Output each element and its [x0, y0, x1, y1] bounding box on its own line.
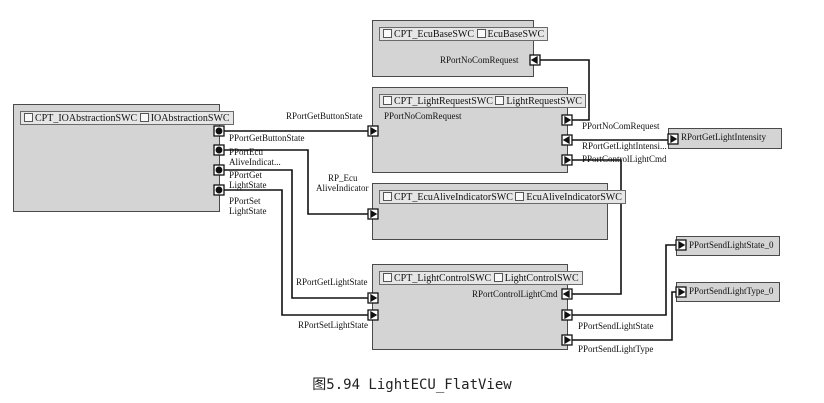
- component-header: CPT_LightRequestSWC LightRequestSWC: [379, 94, 586, 108]
- port-lctl-send-light-type[interactable]: [561, 334, 573, 346]
- component-instance-name: CPT_EcuAliveIndicatorSWC: [394, 192, 513, 203]
- port-io-set-light-state[interactable]: [213, 184, 225, 196]
- port-lctl-send-light-state[interactable]: [561, 309, 573, 321]
- port-label: PPortNoComRequest: [384, 111, 462, 121]
- component-type-name: LightControlSWC: [504, 273, 579, 284]
- port-label: RPortGetLightState: [296, 277, 368, 287]
- port-lctl-get-light-state[interactable]: [367, 292, 379, 304]
- component-instance-icon: [383, 273, 392, 282]
- port-io-get-button-state[interactable]: [213, 125, 225, 137]
- port-label: LightState: [229, 180, 267, 190]
- component-header: CPT_EcuBaseSWC EcuBaseSWC: [379, 27, 549, 41]
- port-ecu-nocom-request[interactable]: [529, 54, 541, 66]
- port-label: LightState: [229, 206, 267, 216]
- port-label: PPortGetButtonState: [229, 133, 305, 143]
- external-port-label: PPortSendLightType_0: [689, 286, 774, 296]
- component-type-name: LightRequestSWC: [506, 96, 582, 107]
- port-lctl-set-light-state[interactable]: [367, 309, 379, 321]
- component-light-request[interactable]: CPT_LightRequestSWC LightRequestSWC: [372, 87, 586, 173]
- port-label: PPortSendLightState: [578, 321, 654, 331]
- port-label: PPortSet: [229, 196, 261, 206]
- component-instance-icon: [24, 113, 33, 122]
- port-label: RPortGetLightIntensi...: [582, 141, 667, 151]
- port-lreq-nocom-out[interactable]: [561, 114, 573, 126]
- port-label: PPortSendLightType: [578, 344, 654, 354]
- component-type-icon: [515, 192, 525, 201]
- port-io-ecu-alive[interactable]: [213, 144, 225, 156]
- port-label: PPortControlLightCmd: [582, 154, 667, 164]
- port-lreq-get-button-state[interactable]: [367, 125, 379, 137]
- port-label: RPortGetButtonState: [286, 111, 363, 121]
- external-port-send-light-state[interactable]: PPortSendLightState_0: [676, 236, 780, 256]
- component-header: CPT_EcuAliveIndicatorSWC EcuAliveIndicat…: [379, 190, 626, 204]
- component-io-abstraction[interactable]: CPT_IOAbstractionSWC IOAbstractionSWC: [13, 104, 234, 212]
- port-label: AliveIndicat...: [229, 157, 281, 167]
- port-alive-in[interactable]: [367, 208, 379, 220]
- component-instance-name: CPT_EcuBaseSWC: [394, 29, 474, 40]
- component-instance-icon: [383, 29, 392, 38]
- port-ext-state[interactable]: [675, 239, 687, 251]
- port-label: RPortSetLightState: [298, 320, 369, 330]
- port-ext-type[interactable]: [675, 286, 687, 298]
- port-label: RPortNoComRequest: [440, 55, 519, 65]
- external-port-send-light-type[interactable]: PPortSendLightType_0: [676, 282, 780, 302]
- component-light-control[interactable]: CPT_LightControlSWC LightControlSWC: [372, 264, 583, 350]
- component-instance-name: CPT_IOAbstractionSWC: [35, 113, 138, 124]
- port-lctl-control-cmd[interactable]: [561, 288, 573, 300]
- component-ecu-base[interactable]: CPT_EcuBaseSWC EcuBaseSWC: [372, 20, 549, 77]
- port-lreq-control-cmd[interactable]: [561, 154, 573, 166]
- figure-caption: 图5.94 LightECU_FlatView: [312, 377, 512, 393]
- external-port-label: RPortGetLightIntensity: [681, 132, 766, 142]
- component-type-name: EcuBaseSWC: [487, 29, 545, 40]
- port-label: PPortGet: [229, 170, 263, 180]
- port-label: RPortControlLightCmd: [472, 289, 558, 299]
- component-header: CPT_LightControlSWC LightControlSWC: [379, 271, 583, 285]
- component-header: CPT_IOAbstractionSWC IOAbstractionSWC: [20, 111, 234, 125]
- port-lreq-intensity[interactable]: [561, 134, 573, 146]
- component-type-name: IOAbstractionSWC: [150, 113, 230, 124]
- component-instance-name: CPT_LightControlSWC: [394, 273, 492, 284]
- port-label: RP_Ecu: [328, 173, 358, 183]
- component-type-icon: [476, 29, 486, 38]
- component-instance-icon: [383, 192, 392, 201]
- port-io-get-light-state[interactable]: [213, 164, 225, 176]
- port-ext-intensity[interactable]: [667, 133, 679, 145]
- component-ecu-alive-indicator[interactable]: CPT_EcuAliveIndicatorSWC EcuAliveIndicat…: [372, 183, 626, 240]
- component-instance-icon: [383, 96, 392, 105]
- component-type-icon: [495, 96, 505, 105]
- port-label: AliveIndicator: [316, 183, 369, 193]
- port-label: PPortEcu: [229, 147, 264, 157]
- external-port-label: PPortSendLightState_0: [689, 240, 774, 250]
- port-label: PPortNoComRequest: [582, 121, 660, 131]
- component-instance-name: CPT_LightRequestSWC: [394, 96, 493, 107]
- component-type-icon: [139, 113, 149, 122]
- component-type-icon: [493, 273, 503, 282]
- component-type-name: EcuAliveIndicatorSWC: [526, 192, 622, 203]
